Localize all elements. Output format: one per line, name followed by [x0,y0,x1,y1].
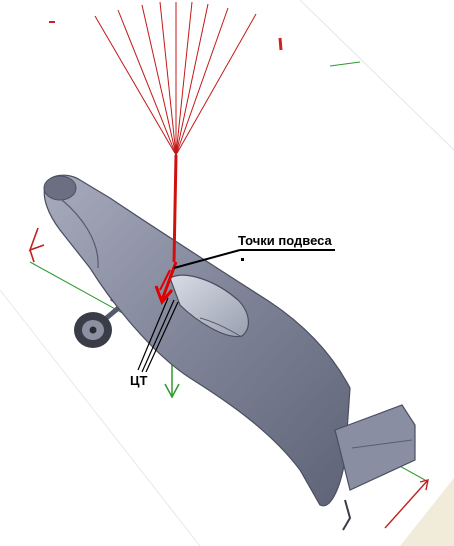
vertical-stabilizer [334,404,416,491]
cable [141,4,177,156]
axis-symbol-right [384,479,429,529]
stray-mark [329,61,361,67]
fuselage [43,174,351,507]
rudder-hinge [351,439,413,449]
stray-mark [278,37,283,51]
cockpit-detail [199,317,241,337]
suspension-cables [94,1,257,305]
cable [94,15,177,156]
label-cg: ЦТ [130,373,148,388]
cowling [61,199,99,269]
cable [175,7,229,156]
spinner [43,175,77,201]
background-edge [299,0,454,151]
wheel-axle [89,326,97,334]
force-arrow [160,261,178,301]
background-corner [400,478,454,546]
leader-cg-2 [141,299,175,373]
background-edge [0,289,201,546]
leader-suspension-1 [173,249,241,269]
cable [159,1,177,156]
tail-wheel [342,499,352,531]
leader-cg-1 [137,297,169,371]
leader-cg-3 [145,301,179,373]
cable [175,3,209,156]
cable [117,9,177,156]
force-arrow [159,269,171,291]
cable [175,1,193,156]
canopy [169,274,249,338]
label-suspension-points: Точки подвеса [238,233,332,248]
vertical-axis-arrowhead [164,383,180,399]
main-cable [172,154,178,263]
cable [175,13,257,156]
suspension-point-marker [241,258,244,261]
aircraft [43,174,416,531]
axis-symbol-left [28,227,45,263]
annotation-leaders [137,249,335,373]
force-arrowhead [154,285,174,305]
